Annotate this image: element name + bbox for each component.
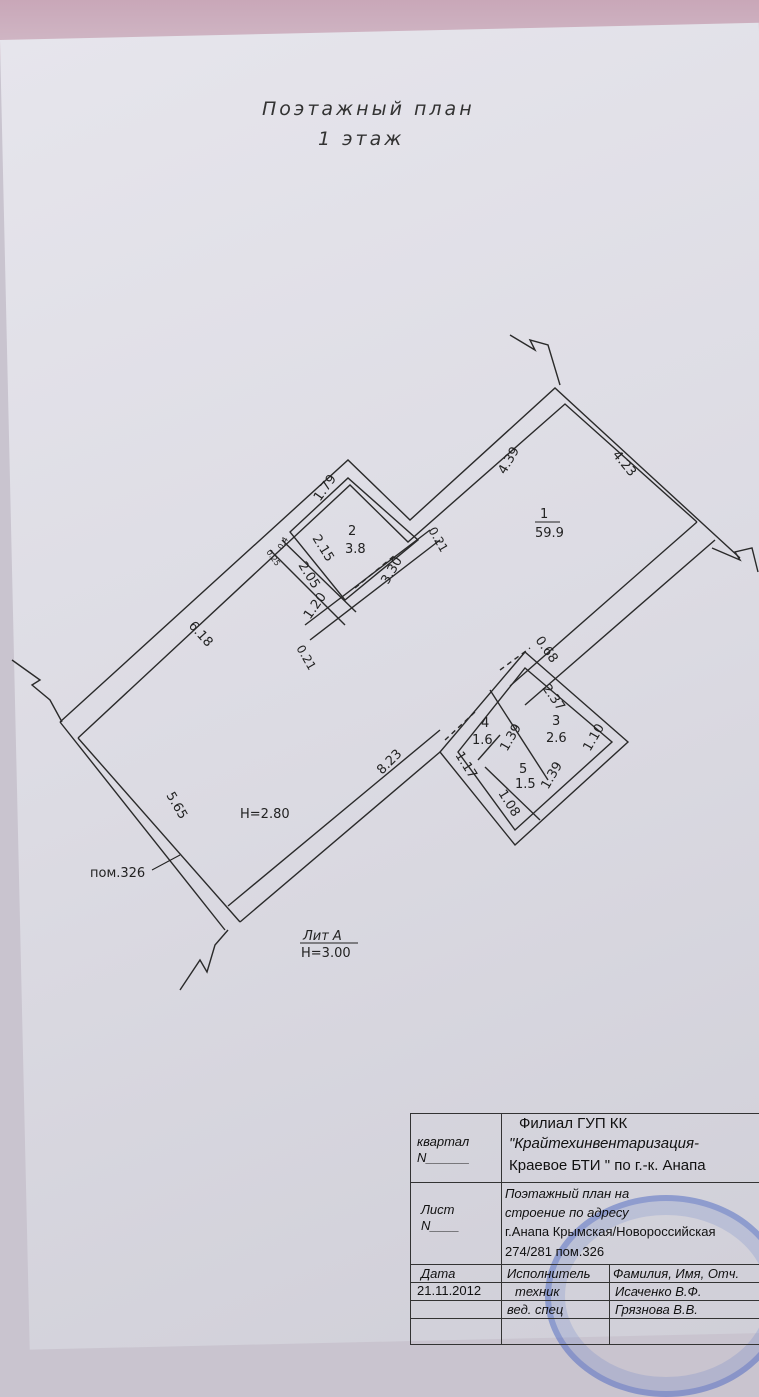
room-labels: 1 59.9 2 3.8 3 2.6 4 1.6 5 1.5 [345, 507, 567, 792]
dim: 2.37 [539, 682, 568, 714]
room-height: H=2.80 [240, 807, 290, 822]
dim: 0.4 [276, 535, 290, 551]
room-3-area: 2.6 [546, 731, 567, 746]
plan-title: Поэтажный план [262, 98, 475, 120]
floor-plan: 1 59.9 2 3.8 3 2.6 4 1.6 5 1.5 6.18 4.39… [11, 334, 759, 991]
fio-label: Фамилия, Имя, Отч. [613, 1266, 740, 1281]
name-lead: Грязнова В.В. [615, 1302, 698, 1317]
kvartal-label: квартал [417, 1134, 470, 1149]
dim: 0.21 [293, 643, 318, 673]
desc-line-1: Поэтажный план на [505, 1186, 630, 1201]
executor-label: Исполнитель [507, 1266, 591, 1281]
kvartal-number: N______ [417, 1150, 470, 1165]
partition [477, 734, 501, 761]
room-4-number: 4 [481, 716, 489, 731]
bath-block [439, 651, 630, 847]
org-line-3: Краевое БТИ " по г.-к. Анапа [509, 1157, 706, 1174]
room-2-area: 3.8 [345, 542, 366, 557]
partition [281, 539, 357, 613]
partition [484, 766, 541, 821]
sheet-number: N____ [421, 1218, 460, 1233]
room-1-area: 59.9 [535, 526, 564, 541]
wall-right-lower [524, 539, 716, 706]
dimension-labels: 6.18 4.39 4.23 1.79 2.15 2.05 1.20 3.30 … [163, 444, 640, 822]
dim: 1.08 [495, 787, 523, 820]
partition [309, 539, 441, 641]
dim: 2.05 [295, 559, 323, 592]
partition [489, 689, 549, 781]
bath-block-inner [457, 666, 614, 832]
dim: 1.79 [311, 472, 340, 504]
wall-left-inner [77, 737, 241, 923]
dim: 4.23 [609, 448, 639, 480]
room-4-area: 1.6 [472, 733, 493, 748]
dim: 4.39 [495, 444, 522, 477]
partition [269, 549, 346, 626]
room-2-number: 2 [348, 524, 356, 539]
role-technician: техник [515, 1284, 560, 1299]
wall-bottom-inner [227, 729, 441, 907]
room-2-walls [289, 477, 420, 601]
wall-outer [59, 387, 741, 723]
desc-line-4: 274/281 пом.326 [505, 1244, 605, 1259]
room-5-area: 1.5 [515, 777, 536, 792]
room-1-number: 1 [540, 507, 548, 522]
break-line [711, 547, 759, 573]
lit-label: Лит А [302, 929, 342, 944]
break-line [179, 929, 229, 991]
break-line [11, 659, 63, 723]
wall-inner [77, 403, 698, 739]
dim: 5.65 [163, 790, 190, 823]
room-reference: пом.326 [90, 866, 145, 881]
door-opening [444, 711, 476, 741]
dim: 0.21 [425, 525, 450, 555]
title-block: квартал N______ Филиал ГУП КК "Крайтехин… [410, 1113, 759, 1345]
date-label: Дата [421, 1266, 456, 1281]
room-5-number: 5 [519, 762, 527, 777]
role-lead: вед. спец [507, 1302, 564, 1317]
floor-label: 1 этаж [318, 128, 405, 150]
break-line [509, 334, 561, 386]
dim: 3.30 [378, 554, 405, 587]
wall-right-lower-inner [509, 521, 698, 687]
door-opening [499, 647, 531, 671]
name-technician: Исаченко В.Ф. [615, 1284, 702, 1299]
partition [304, 529, 431, 626]
desc-line-3: г.Анапа Крымская/Новороссийская [505, 1224, 716, 1239]
org-line-2: "Крайтехинвентаризация- [509, 1135, 699, 1152]
sheet-label: Лист [421, 1202, 455, 1217]
date-value: 21.11.2012 [417, 1283, 482, 1298]
wall-bottom [239, 751, 441, 923]
desc-line-2: строение по адресу [505, 1205, 629, 1220]
org-line-1: Филиал ГУП КК [519, 1115, 628, 1132]
room-3-number: 3 [552, 714, 560, 729]
lit-height: H=3.00 [301, 946, 351, 961]
wall-left [59, 721, 226, 931]
